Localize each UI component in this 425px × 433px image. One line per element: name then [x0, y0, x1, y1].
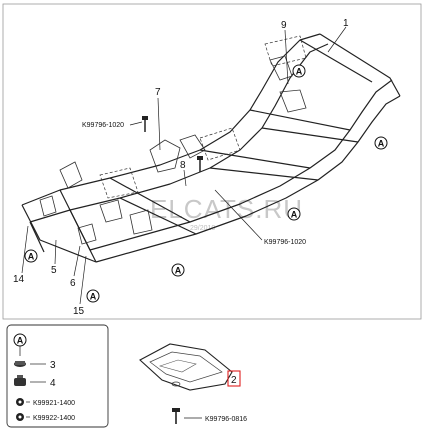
svg-text:A: A [291, 210, 298, 220]
diagram-border [2, 3, 422, 320]
watermark-date: 29/2010 [190, 225, 215, 232]
marker-a-6: A [86, 289, 100, 303]
dashed-outline-1 [199, 127, 241, 161]
svg-text:A: A [17, 336, 24, 346]
legend-box: A 3 4 K99921-1400 K99922-1400 [6, 324, 109, 428]
skid-plate [139, 343, 233, 391]
bolt-icon [142, 116, 148, 132]
ref-k99796-1020-top: K99796-1020 [82, 122, 124, 129]
washer-icon [16, 413, 24, 421]
svg-text:A: A [296, 67, 303, 77]
ref-k99796-0816: K99796-0816 [205, 416, 247, 423]
bolt-icon [197, 156, 203, 172]
leader-k1020-top [129, 121, 143, 126]
leader-k1020-bottom [214, 189, 263, 241]
bolt-icon [172, 408, 180, 424]
marker-a-4: A [171, 263, 185, 277]
callout-5: 5 [51, 265, 57, 276]
svg-text:A: A [378, 139, 385, 149]
callout-9: 9 [281, 20, 287, 31]
marker-a-2: A [374, 136, 388, 150]
legend-k99922-1400: K99922-1400 [33, 415, 75, 422]
leader-1 [327, 26, 347, 53]
leader-14 [21, 225, 29, 274]
leader-9 [284, 29, 289, 85]
svg-text:A: A [175, 266, 182, 276]
svg-text:A: A [90, 292, 97, 302]
callout-8: 8 [180, 160, 186, 171]
leader-6 [73, 245, 81, 277]
callout-14: 14 [13, 274, 25, 285]
leader-7 [157, 97, 161, 151]
leader-5 [54, 239, 57, 265]
leader-8 [183, 169, 187, 187]
marker-a-1: A [292, 64, 306, 78]
bushing-icon [14, 375, 26, 386]
callout-6: 6 [70, 278, 76, 289]
callout-15: 15 [73, 306, 85, 317]
leader-15 [79, 255, 87, 305]
marker-a-3: A [287, 207, 301, 221]
highlight-box [227, 370, 241, 387]
marker-a-5: A [24, 249, 38, 263]
svg-text:A: A [28, 252, 35, 262]
callout-2: 2 [231, 375, 237, 386]
washer-icon [16, 398, 24, 406]
nut-icon [14, 361, 26, 367]
callout-7: 7 [155, 87, 161, 98]
dashed-outline-3 [99, 167, 139, 199]
legend-item-3: 3 [50, 360, 56, 371]
legend-item-4: 4 [50, 378, 56, 389]
callout-1: 1 [343, 18, 349, 29]
legend-k99921-1400: K99921-1400 [33, 400, 75, 407]
dashed-outline-2 [264, 35, 307, 67]
ref-k99796-1020-bottom: K99796-1020 [264, 239, 306, 246]
